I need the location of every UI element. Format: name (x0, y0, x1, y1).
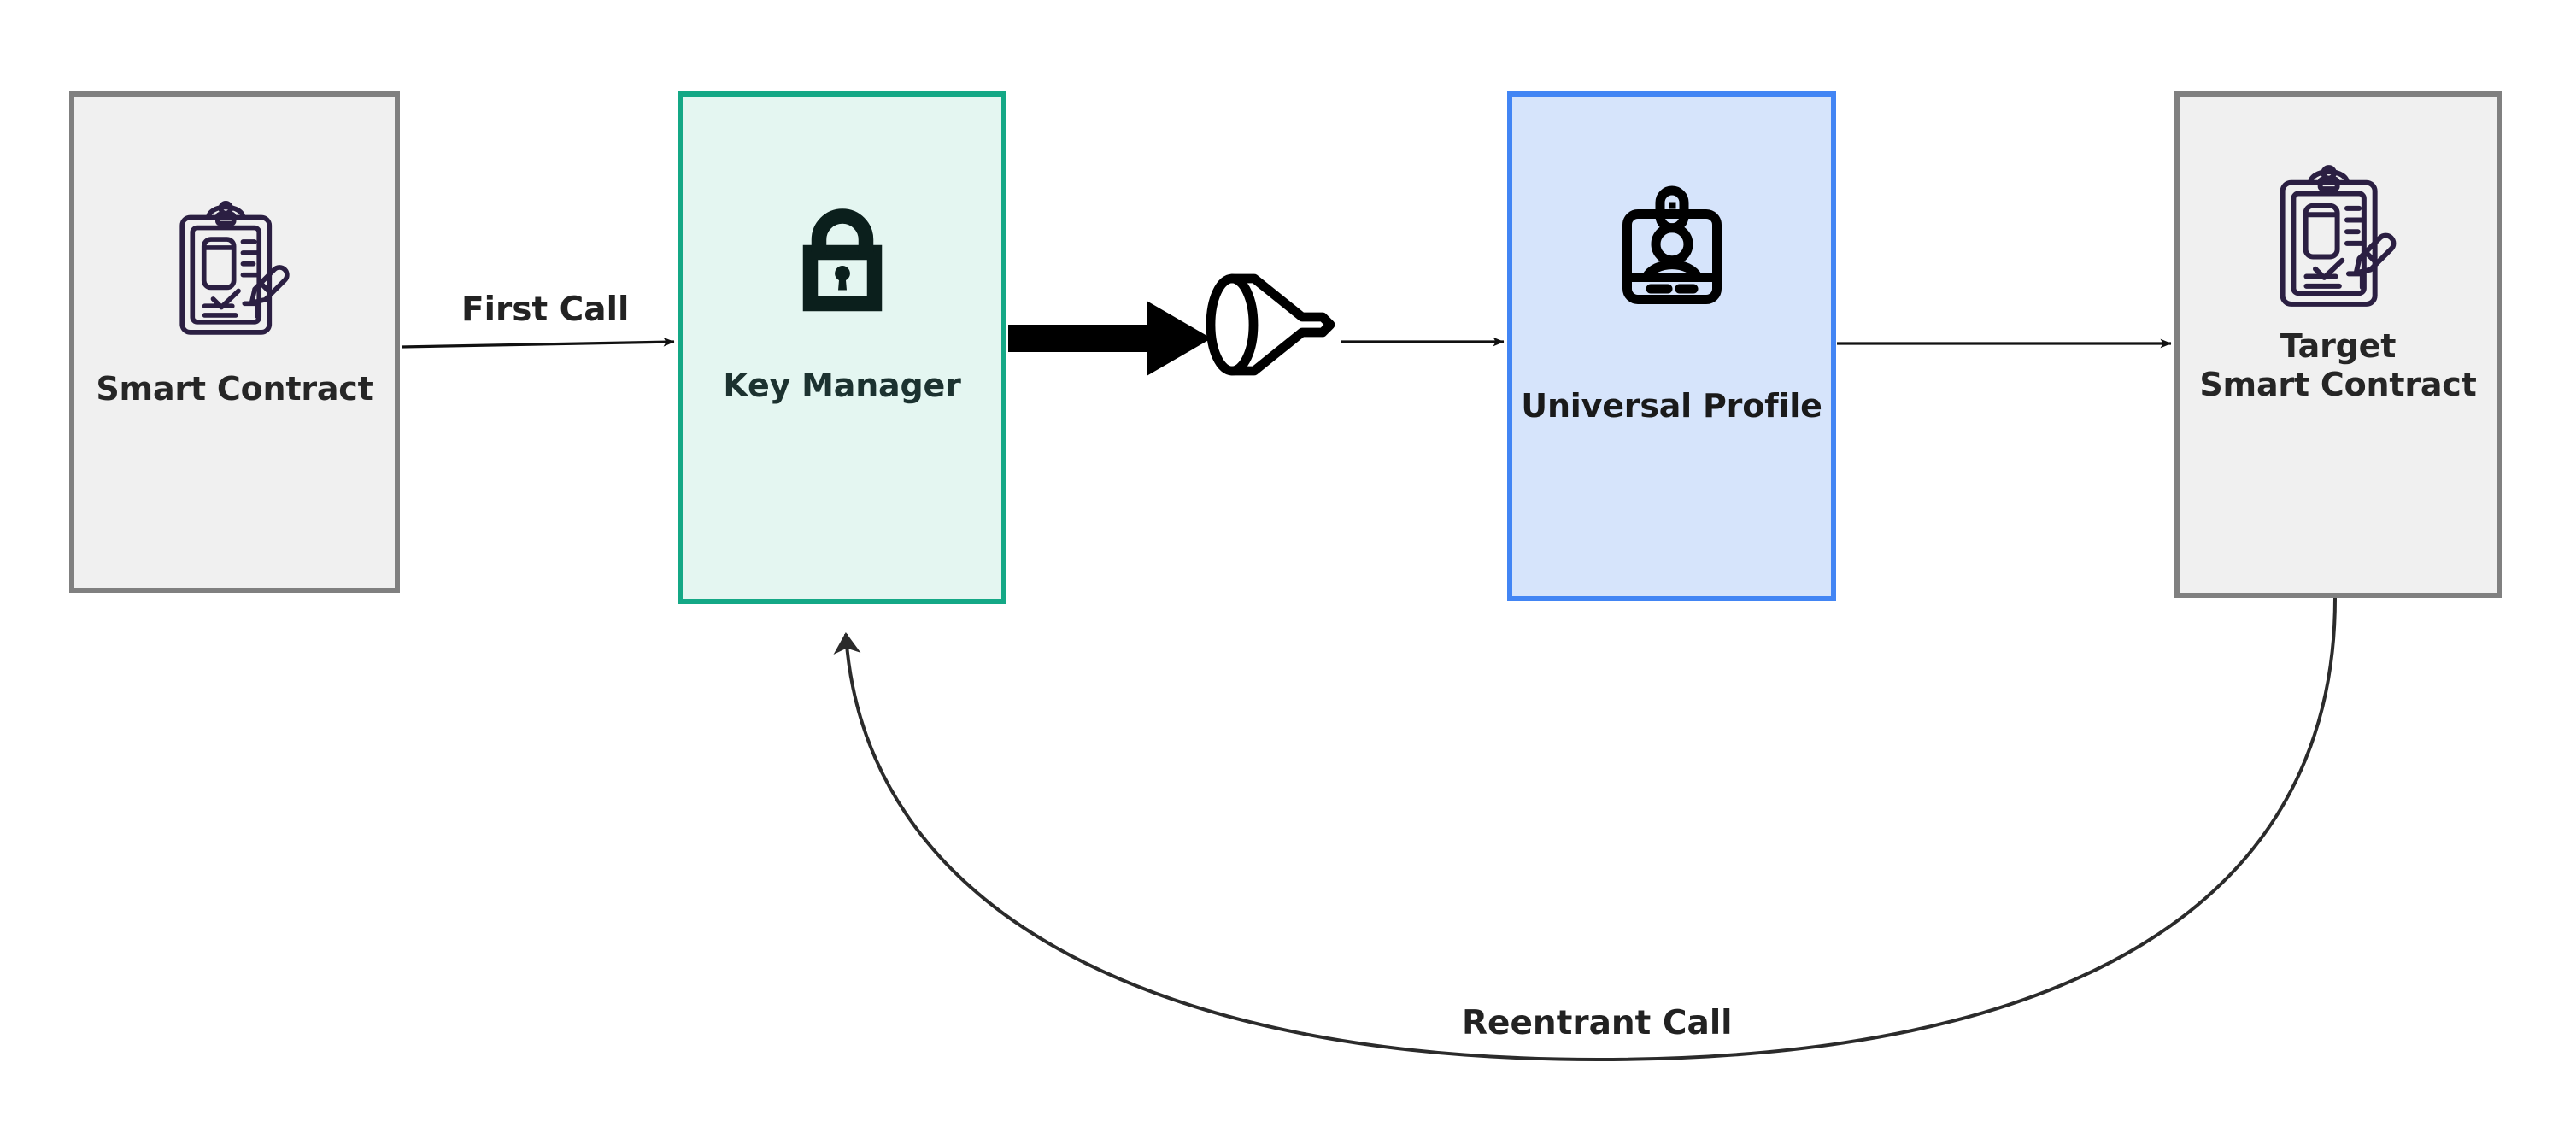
padlock-icon (802, 208, 882, 312)
edge-label-first-call: First Call (461, 291, 630, 329)
edge-first-call (401, 337, 675, 349)
node-label-universal-profile: Universal Profile (1521, 387, 1822, 425)
clipboard-contract-icon (2280, 165, 2396, 307)
id-badge-icon (1622, 185, 1722, 304)
node-label-target-smart-contract: Target Smart Contract (2199, 327, 2477, 403)
funnel-icon (1206, 273, 1335, 376)
node-target-smart-contract[interactable]: Target Smart Contract (2174, 91, 2502, 598)
edge-reentrant-call (833, 597, 2337, 1062)
node-label-key-manager: Key Manager (723, 367, 961, 404)
edge-key-manager-to-funnel (1008, 301, 1212, 376)
node-label-smart-contract: Smart Contract (96, 370, 373, 408)
node-universal-profile[interactable]: Universal Profile (1507, 91, 1836, 601)
node-key-manager[interactable]: Key Manager (678, 91, 1006, 604)
edge-label-reentrant-call: Reentrant Call (1462, 1004, 1733, 1042)
node-smart-contract[interactable]: Smart Contract (69, 91, 400, 593)
clipboard-contract-icon (179, 201, 290, 335)
